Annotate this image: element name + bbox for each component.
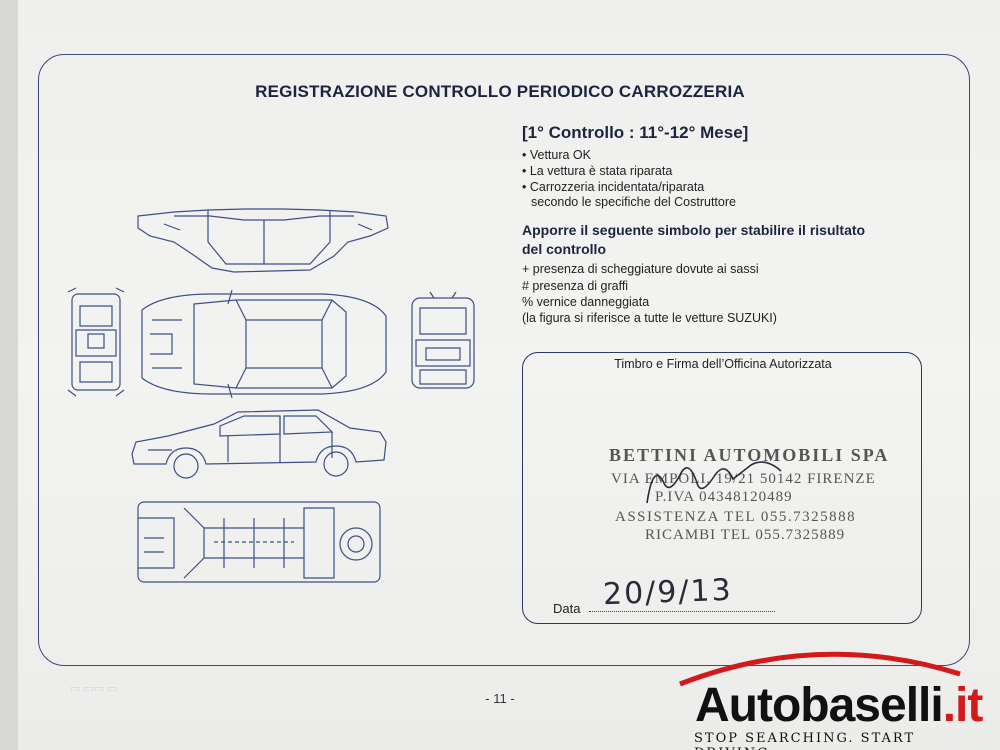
- brand-swoosh-icon: [679, 651, 961, 687]
- form-frame: [38, 54, 970, 666]
- stamp-vat: P.IVA 04348120489: [655, 489, 793, 505]
- date-line: [589, 611, 775, 612]
- date-value: 20/9/13: [602, 572, 734, 613]
- stamp-assistenza: ASSISTENZA TEL 055.7325888: [615, 509, 857, 525]
- page-number: - 11 -: [485, 691, 515, 706]
- symbol-scheggiature: + presenza di scheggiature dovute ai sas…: [522, 262, 759, 276]
- symbols-heading-line-1: Apporre il seguente simbolo per stabilir…: [522, 222, 866, 238]
- car-top-icon: [141, 290, 387, 398]
- stamp-company: BETTINI AUTOMOBILI SPA: [609, 445, 890, 465]
- brand-suffix: .it: [942, 679, 984, 732]
- signature-icon: [646, 461, 782, 504]
- symbols-heading-line-2: del controllo: [522, 241, 606, 257]
- brand-name: Autobaselli: [695, 679, 944, 732]
- brand-logo: Autobaselli.it: [695, 678, 984, 733]
- outcome-incidentata: • Carrozzeria incidentata/riparata: [522, 180, 705, 194]
- symbol-note: (la figura si riferisce a tutte le vettu…: [522, 311, 777, 325]
- stamp-box: Timbro e Firma dell’Officina Autorizzata…: [522, 352, 922, 624]
- car-rear-icon: [411, 291, 475, 389]
- symbol-vernice: % vernice danneggiata: [522, 295, 650, 309]
- stamp-box-title: Timbro e Firma dell’Officina Autorizzata: [614, 357, 832, 371]
- car-side-icon: [131, 409, 387, 479]
- car-underbody-icon: [137, 501, 381, 583]
- outcome-vettura-ok: • Vettura OK: [522, 148, 591, 162]
- car-roof-icon: [137, 208, 389, 273]
- date-label: Data: [553, 601, 581, 616]
- outcome-specifiche: secondo le specifiche del Costruttore: [531, 195, 736, 209]
- stamp-ricambi: RICAMBI TEL 055.7325889: [645, 527, 846, 543]
- stamp-address: VIA EMPOLI, 19/21 50142 FIRENZE: [611, 471, 876, 487]
- car-front-icon: [67, 287, 125, 397]
- control-heading: [1° Controllo : 11°-12° Mese]: [522, 123, 749, 142]
- outcome-riparata: • La vettura è stata riparata: [522, 164, 673, 178]
- ghost-text: ▭ ▭▭ ▭: [70, 683, 118, 695]
- symbols-heading: Apporre il seguente simbolo per stabilir…: [522, 221, 922, 259]
- brand-tagline: STOP SEARCHING. START DRIVING.: [694, 731, 916, 750]
- page-edge: [0, 0, 18, 750]
- form-title: REGISTRAZIONE CONTROLLO PERIODICO CARROZ…: [255, 82, 745, 101]
- symbol-graffi: # presenza di graffi: [522, 279, 629, 293]
